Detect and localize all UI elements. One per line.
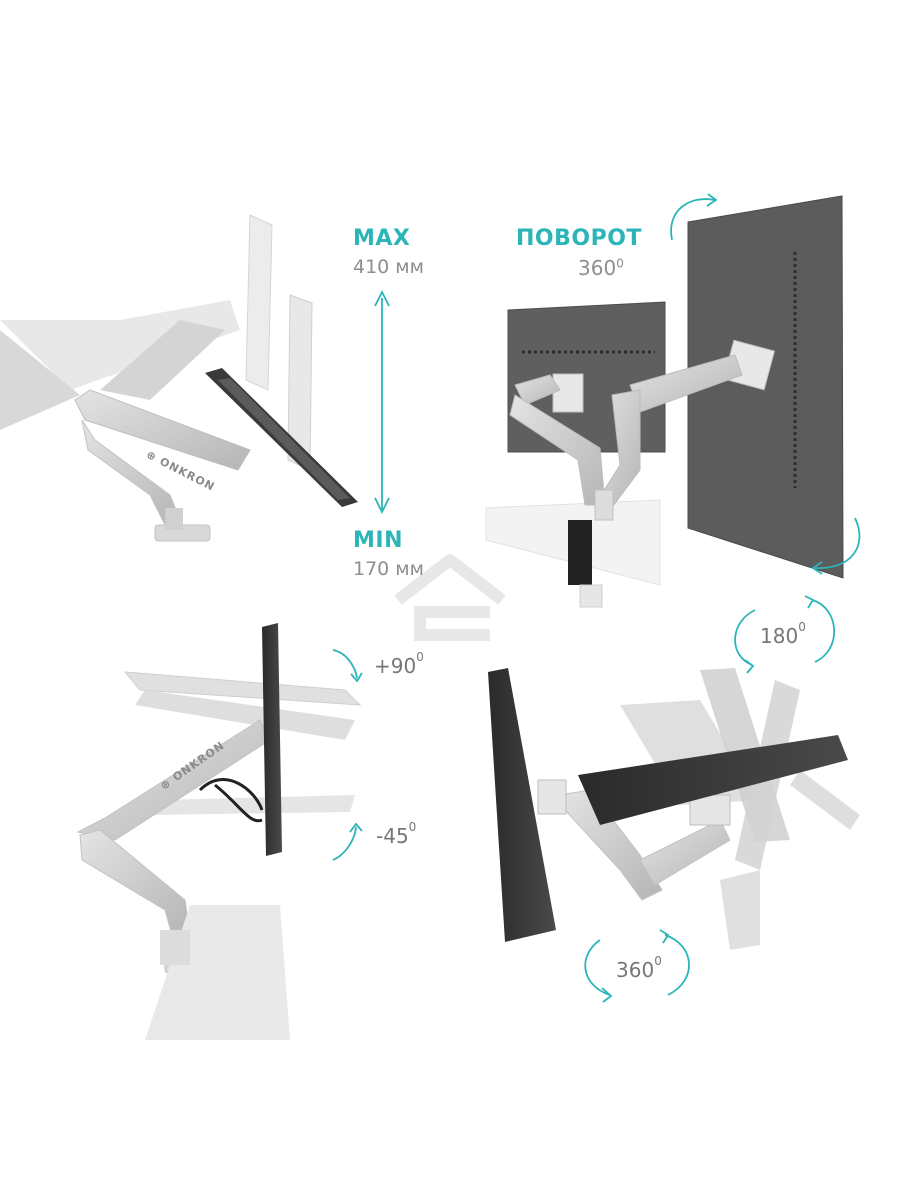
degree-mark: 0	[798, 620, 806, 635]
home-watermark-icon	[394, 554, 506, 641]
swivel-top-wrap: 1800	[760, 620, 806, 648]
rotation-value-wrap: 3600	[578, 256, 624, 280]
height-arrow-icon	[374, 289, 390, 307]
min-label: MIN	[353, 528, 403, 553]
swivel-bottom-value: 360	[616, 958, 655, 982]
degree-mark: 0	[408, 820, 417, 835]
tilt-figure	[76, 623, 363, 1040]
rotation-label: ПОВОРОТ	[516, 226, 642, 251]
max-value: 410 мм	[353, 256, 424, 278]
swivel-figure	[488, 595, 860, 1003]
swivel-bottom-wrap: 3600	[616, 954, 662, 982]
height-adjust-figure	[0, 214, 390, 542]
degree-mark: 0	[654, 954, 662, 969]
swivel-arrow-icon	[734, 609, 756, 666]
rotation-value: 360	[578, 256, 617, 280]
degree-mark: 0	[616, 256, 624, 271]
min-value: 170 мм	[353, 558, 424, 580]
max-label: MAX	[353, 226, 411, 251]
tilt-down-wrap: -450	[376, 820, 416, 848]
degree-mark: 0	[416, 650, 424, 665]
tilt-arrow-icon	[332, 649, 358, 679]
rotation-figure	[485, 193, 861, 608]
tilt-down-value: -45	[376, 824, 409, 848]
tilt-up-value: +90	[374, 654, 417, 678]
rotate-arrow-icon	[670, 198, 716, 241]
tilt-up-wrap: +900	[374, 650, 424, 678]
swivel-top-value: 180	[760, 624, 799, 648]
